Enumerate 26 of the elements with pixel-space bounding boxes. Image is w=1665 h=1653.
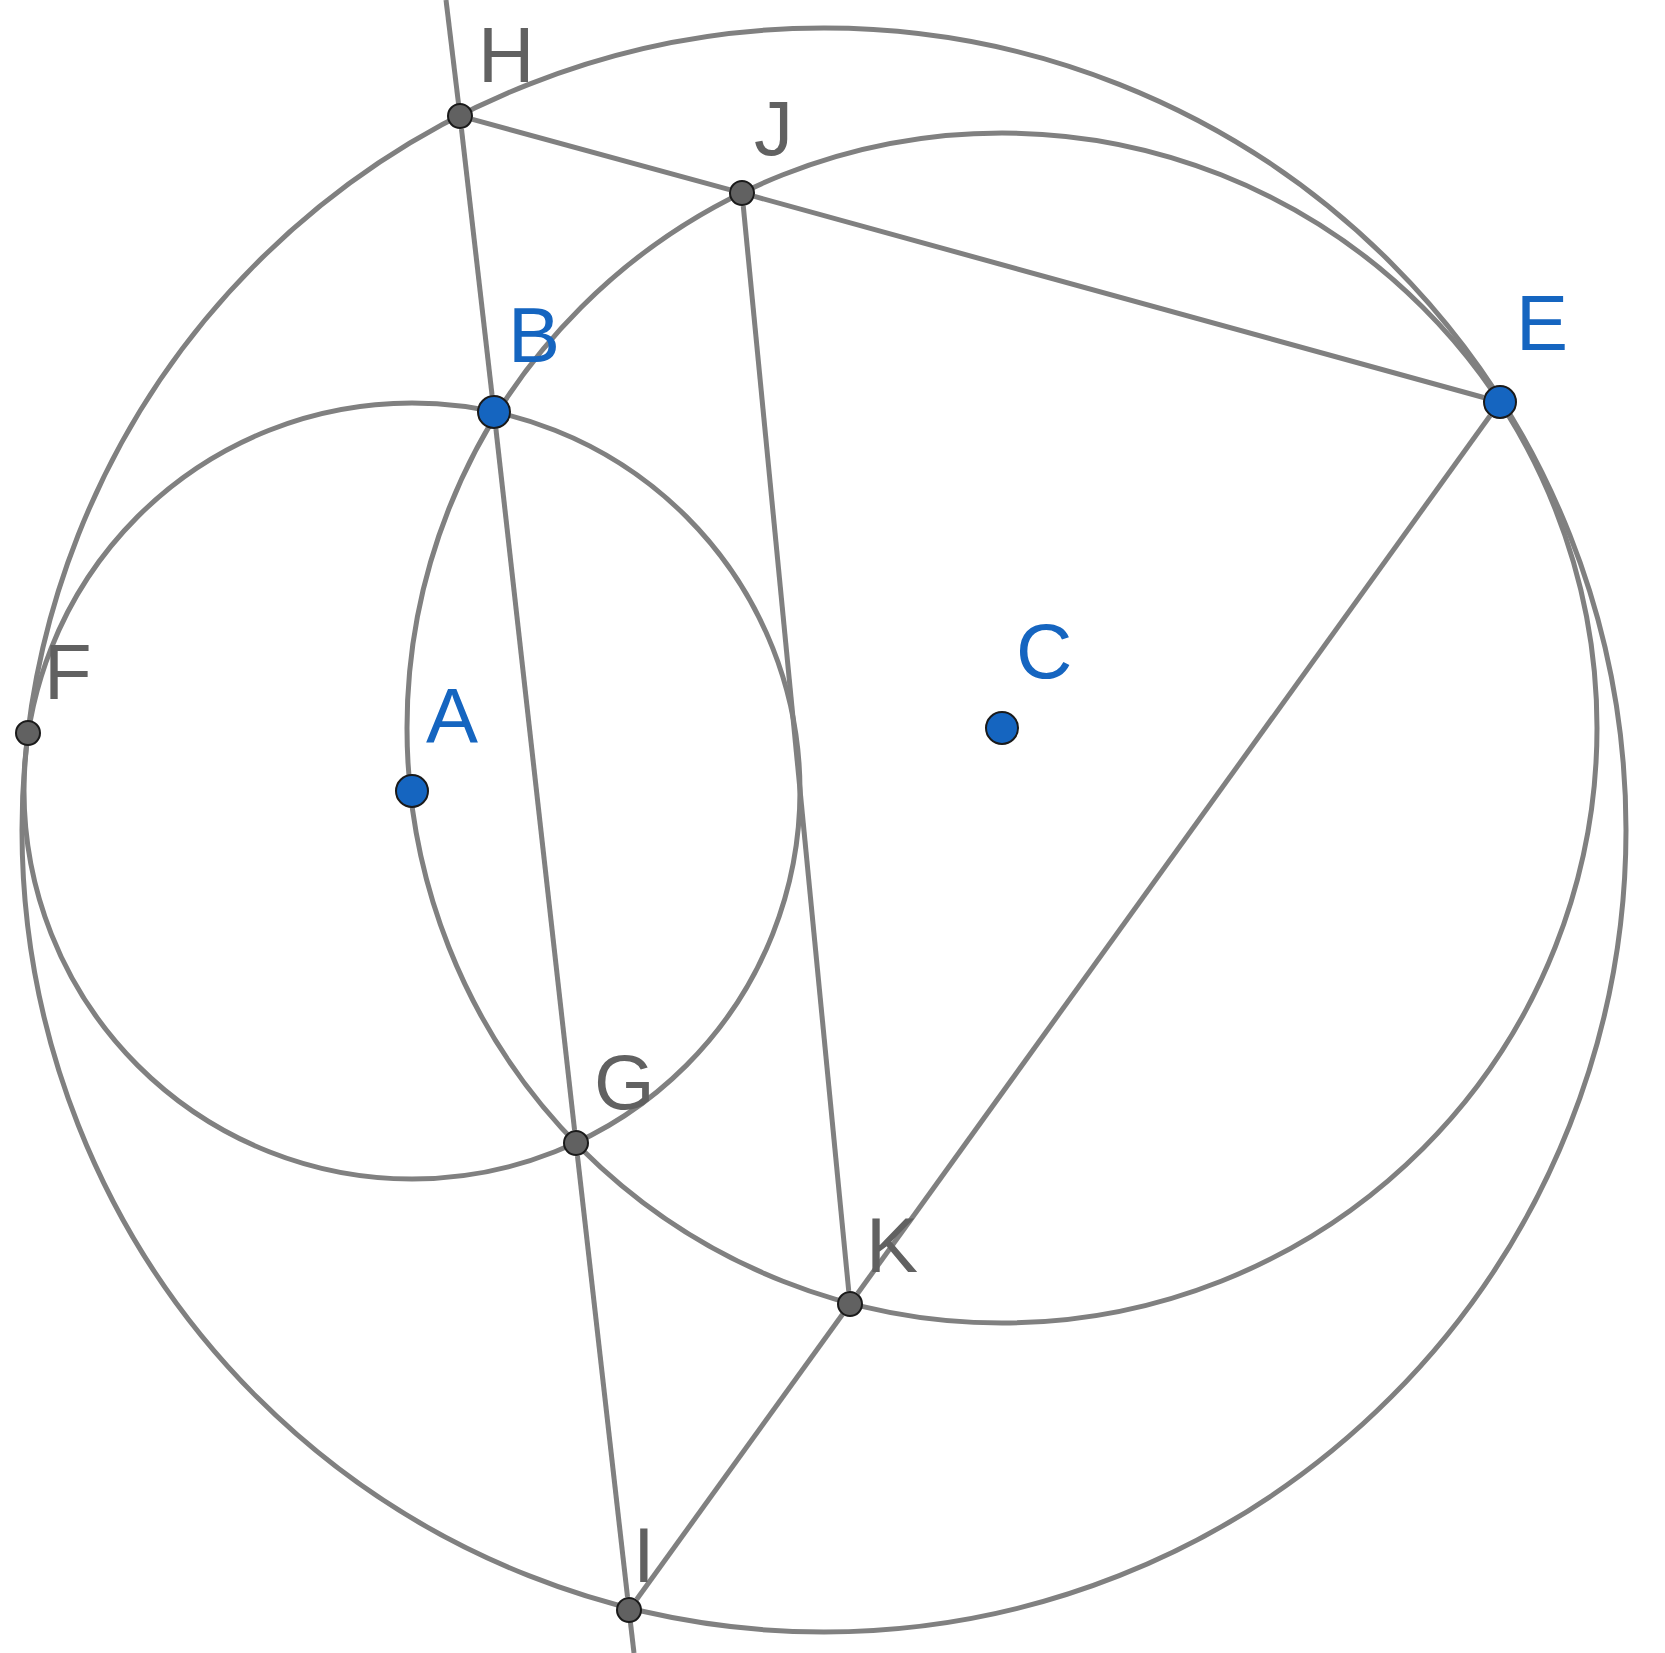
- point: [477, 395, 511, 429]
- point: [395, 774, 429, 808]
- point-label: F: [44, 633, 92, 711]
- point-label: A: [426, 677, 479, 755]
- point-label: C: [1016, 612, 1073, 690]
- point: [985, 711, 1019, 745]
- point: [15, 720, 41, 746]
- point: [563, 1130, 589, 1156]
- point-label: B: [508, 296, 561, 374]
- point: [1483, 385, 1517, 419]
- point: [447, 103, 473, 129]
- line-segment: [753, 194, 1485, 400]
- line-segment: [634, 1313, 845, 1601]
- line-segment: [471, 117, 731, 192]
- line-segment: [740, 205, 852, 1292]
- point: [837, 1291, 863, 1317]
- point: [616, 1597, 642, 1623]
- point-label: J: [754, 89, 793, 167]
- point-label: G: [594, 1043, 655, 1121]
- point-label: H: [478, 16, 535, 94]
- point-label: I: [633, 1516, 655, 1594]
- line-segment: [459, 128, 495, 396]
- line-segment: [493, 428, 578, 1131]
- line-segment: [575, 1155, 630, 1598]
- point: [729, 180, 755, 206]
- point-label: E: [1516, 284, 1569, 362]
